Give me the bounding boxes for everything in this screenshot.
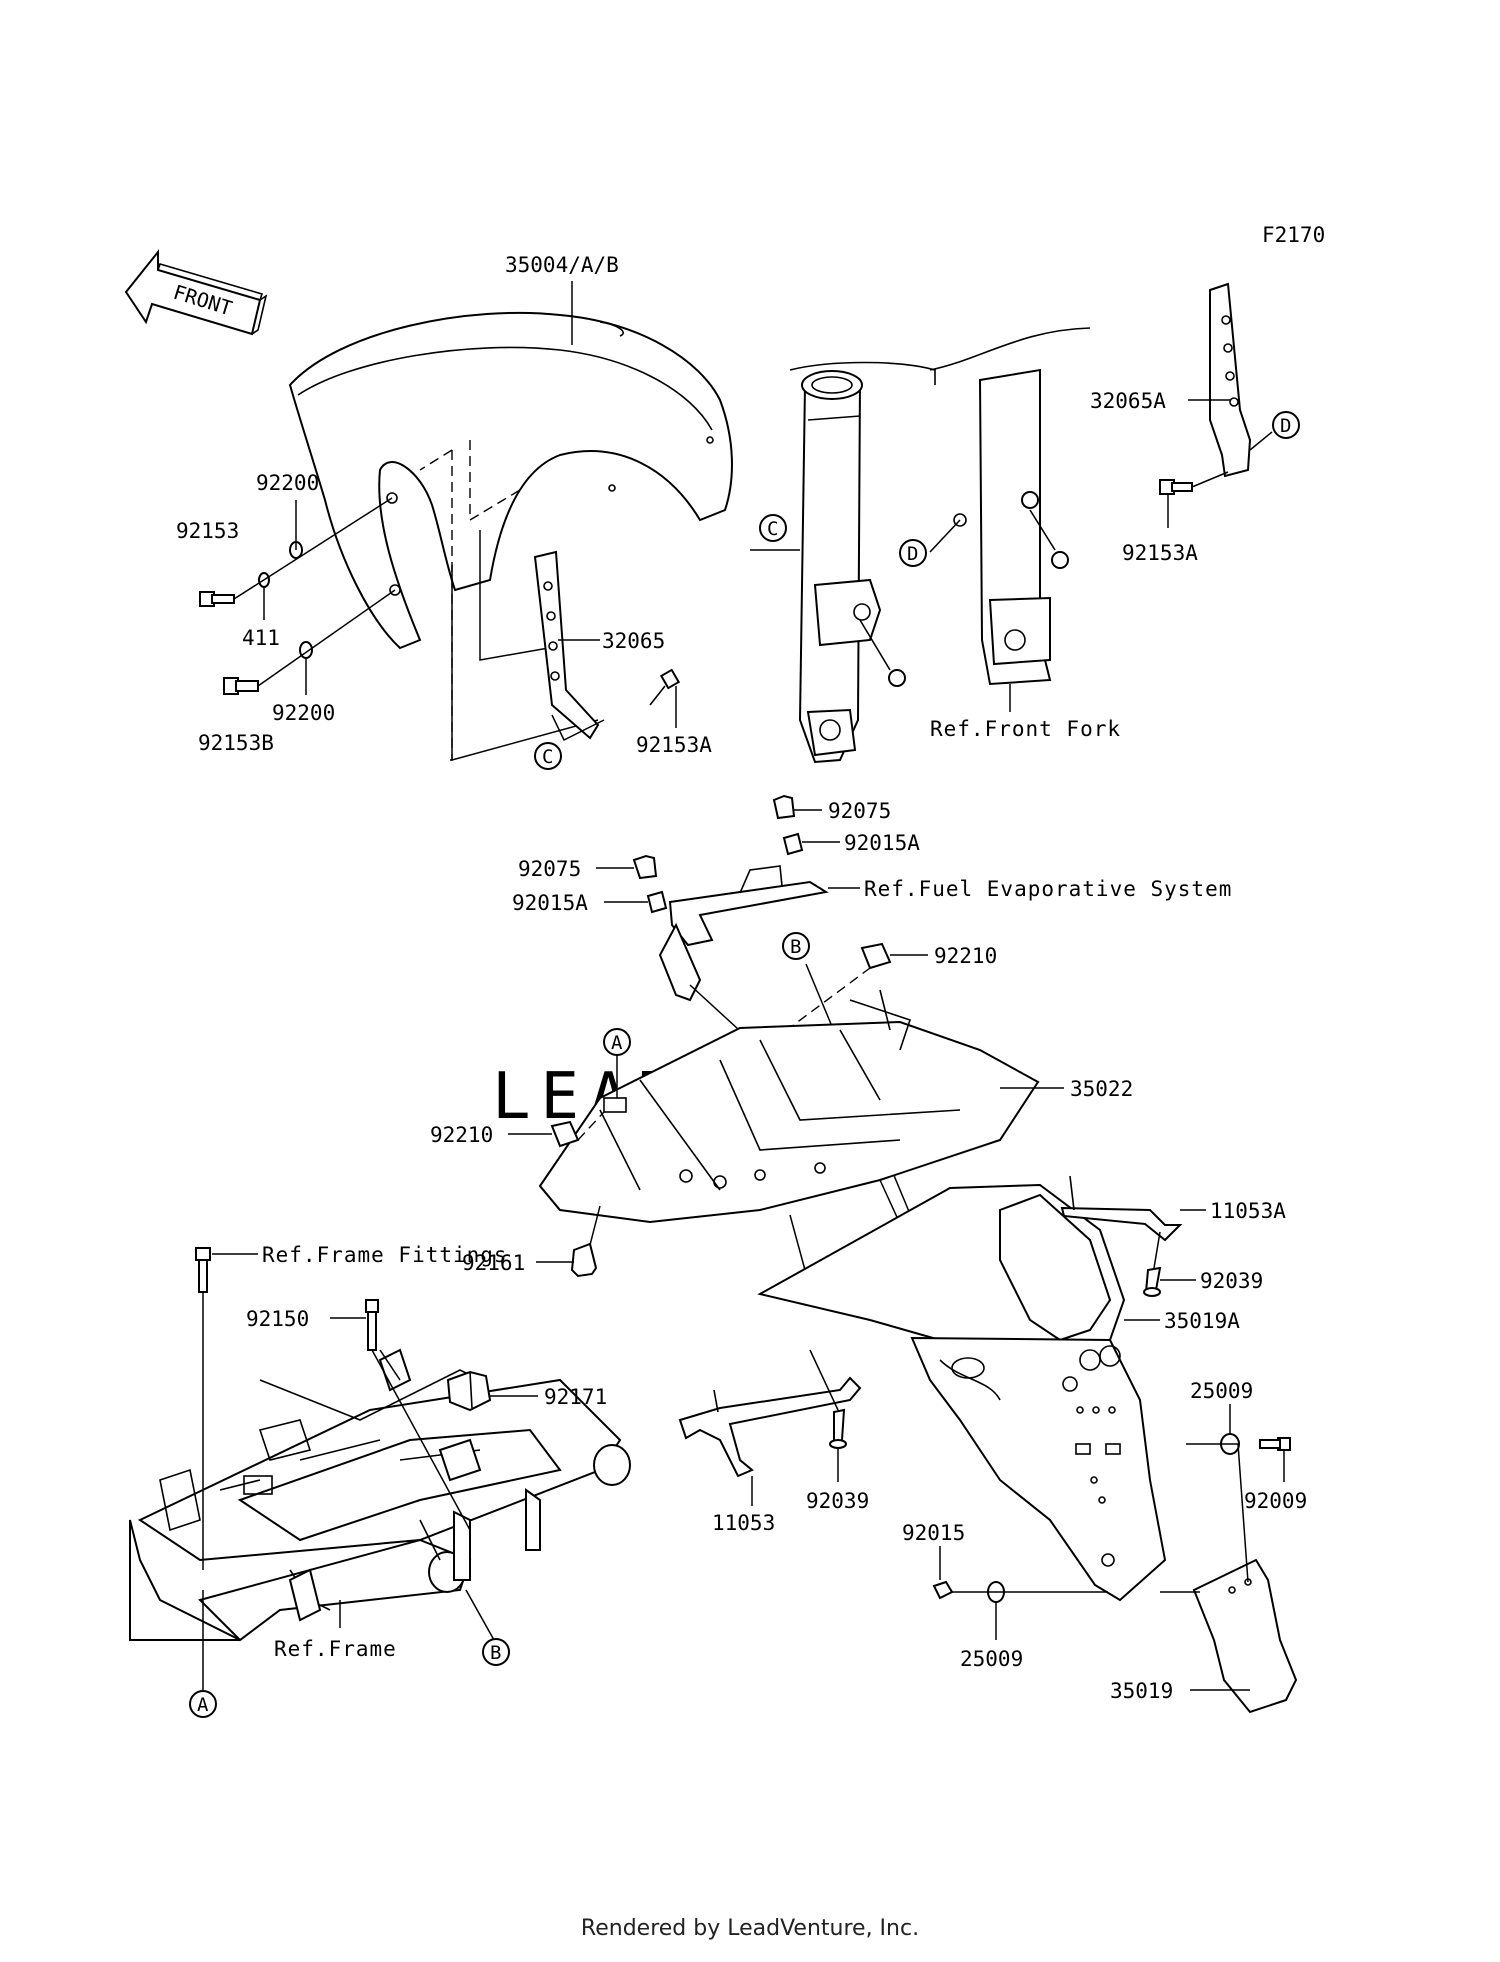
cap-92075-left-icon <box>632 854 658 880</box>
nut-92015a-left-icon <box>646 890 668 914</box>
figure-code: F2170 <box>1262 223 1325 247</box>
callout-d-bracket-text: D <box>1280 415 1291 437</box>
nut-92015-icon <box>932 1580 954 1600</box>
ref-front-fork-label: Ref.Front Fork <box>930 717 1121 741</box>
damper-92171-label: 92171 <box>544 1385 607 1409</box>
fender-35019a-label: 35019A <box>1164 1309 1240 1333</box>
frame-assembly <box>129 1348 631 1642</box>
cap-92075-top-icon <box>772 794 796 820</box>
bracket-32065a-icon <box>1209 282 1252 478</box>
nut-92210-left-label: 92210 <box>430 1123 493 1147</box>
bolt-92150-label: 92150 <box>246 1307 309 1331</box>
part-411-label: 411 <box>242 626 280 650</box>
bolt-a-label: 92153 <box>176 519 239 543</box>
front-arrow-icon: FRONT <box>124 249 268 336</box>
callout-b-bottom-text: B <box>490 1642 501 1664</box>
callout-c-lower-text: C <box>542 746 553 768</box>
front-fork-right <box>953 368 1069 686</box>
ref-frame-label: Ref.Frame <box>274 1637 397 1661</box>
screw-92039-bottom-icon <box>829 1408 847 1449</box>
callout-d-bracket: D <box>1272 411 1300 439</box>
callout-b-top: B <box>782 932 810 960</box>
damper-92171-icon <box>446 1370 492 1412</box>
ref-fuel-evap-label: Ref.Fuel Evaporative System <box>864 877 1232 901</box>
nut-92015a-top-icon <box>782 832 804 856</box>
bracket-11053a-icon <box>1060 1175 1183 1242</box>
nut-92015a-top-label: 92015A <box>844 831 920 855</box>
callout-d-fork-text: D <box>907 543 918 565</box>
ref-frame-fittings-label: Ref.Frame Fittings <box>262 1243 508 1267</box>
bolt-b-label: 92153B <box>198 731 274 755</box>
bolt-92153a-left-label: 92153A <box>636 733 712 757</box>
cap-92075-top-label: 92075 <box>828 799 891 823</box>
screw-92039-right-label: 92039 <box>1200 1269 1263 1293</box>
callout-c-upper-text: C <box>767 518 778 540</box>
screw-92039-bottom-label: 92039 <box>806 1489 869 1513</box>
bolt-92153b-icon <box>223 677 259 695</box>
callout-a-bottom-text: A <box>197 1694 209 1716</box>
cap-92075-left-label: 92075 <box>518 857 581 881</box>
nut-92015a-left-label: 92015A <box>512 891 588 915</box>
bracket-32065-label: 32065 <box>602 629 665 653</box>
bolt-92150-icon <box>365 1299 379 1351</box>
damper-92161-icon <box>570 1242 598 1278</box>
washer-25009-bottom-label: 25009 <box>960 1647 1023 1671</box>
rear-inner-fender-35022 <box>538 989 1040 1224</box>
callout-d-fork: D <box>899 539 927 567</box>
callout-b-top-text: B <box>790 936 801 958</box>
nut-92210-top-icon <box>860 942 892 970</box>
flap-35019-label: 35019 <box>1110 1679 1173 1703</box>
bolt-92153a-right-icon <box>1159 479 1193 495</box>
fender-35022-label: 35022 <box>1070 1077 1133 1101</box>
bolt-92009-icon <box>1259 1437 1291 1451</box>
bracket-11053a-label: 11053A <box>1210 1199 1286 1223</box>
bracket-11053-icon <box>678 1376 862 1478</box>
bracket-32065-icon <box>533 550 600 740</box>
washer-a-label: 92200 <box>256 471 319 495</box>
bolt-frame-fittings-icon <box>195 1247 211 1293</box>
fender-front-label: 35004/A/B <box>505 253 619 277</box>
bolt-92153-icon <box>199 591 235 607</box>
callout-a-top-text: A <box>611 1032 623 1054</box>
damper-92161-label: 92161 <box>462 1251 525 1275</box>
washer-25009-top-label: 25009 <box>1190 1379 1253 1403</box>
flap-35019-icon <box>1192 1558 1298 1714</box>
nut-92015-label: 92015 <box>902 1521 965 1545</box>
bolt-92153a-left-icon <box>649 668 681 706</box>
bracket-11053-label: 11053 <box>712 1511 775 1535</box>
callout-b-bottom: B <box>482 1638 510 1666</box>
callout-c-lower: C <box>534 742 562 770</box>
bracket-fuel-evap-icon <box>658 865 829 1002</box>
bracket-32065a-label: 32065A <box>1090 389 1166 413</box>
bolt-92009-label: 92009 <box>1244 1489 1307 1513</box>
footer-credit: Rendered by LeadVenture, Inc. <box>580 1916 920 1941</box>
callout-a-bottom: A <box>189 1690 217 1718</box>
callout-c-upper: C <box>759 514 787 542</box>
nut-92210-top-label: 92210 <box>934 944 997 968</box>
front-fork-left <box>798 370 906 764</box>
front-fender <box>288 311 733 650</box>
callout-a-top: A <box>603 1028 631 1056</box>
screw-92039-right-icon <box>1143 1266 1162 1297</box>
bolt-92153a-right-label: 92153A <box>1122 541 1198 565</box>
washer-b-label: 92200 <box>272 701 335 725</box>
